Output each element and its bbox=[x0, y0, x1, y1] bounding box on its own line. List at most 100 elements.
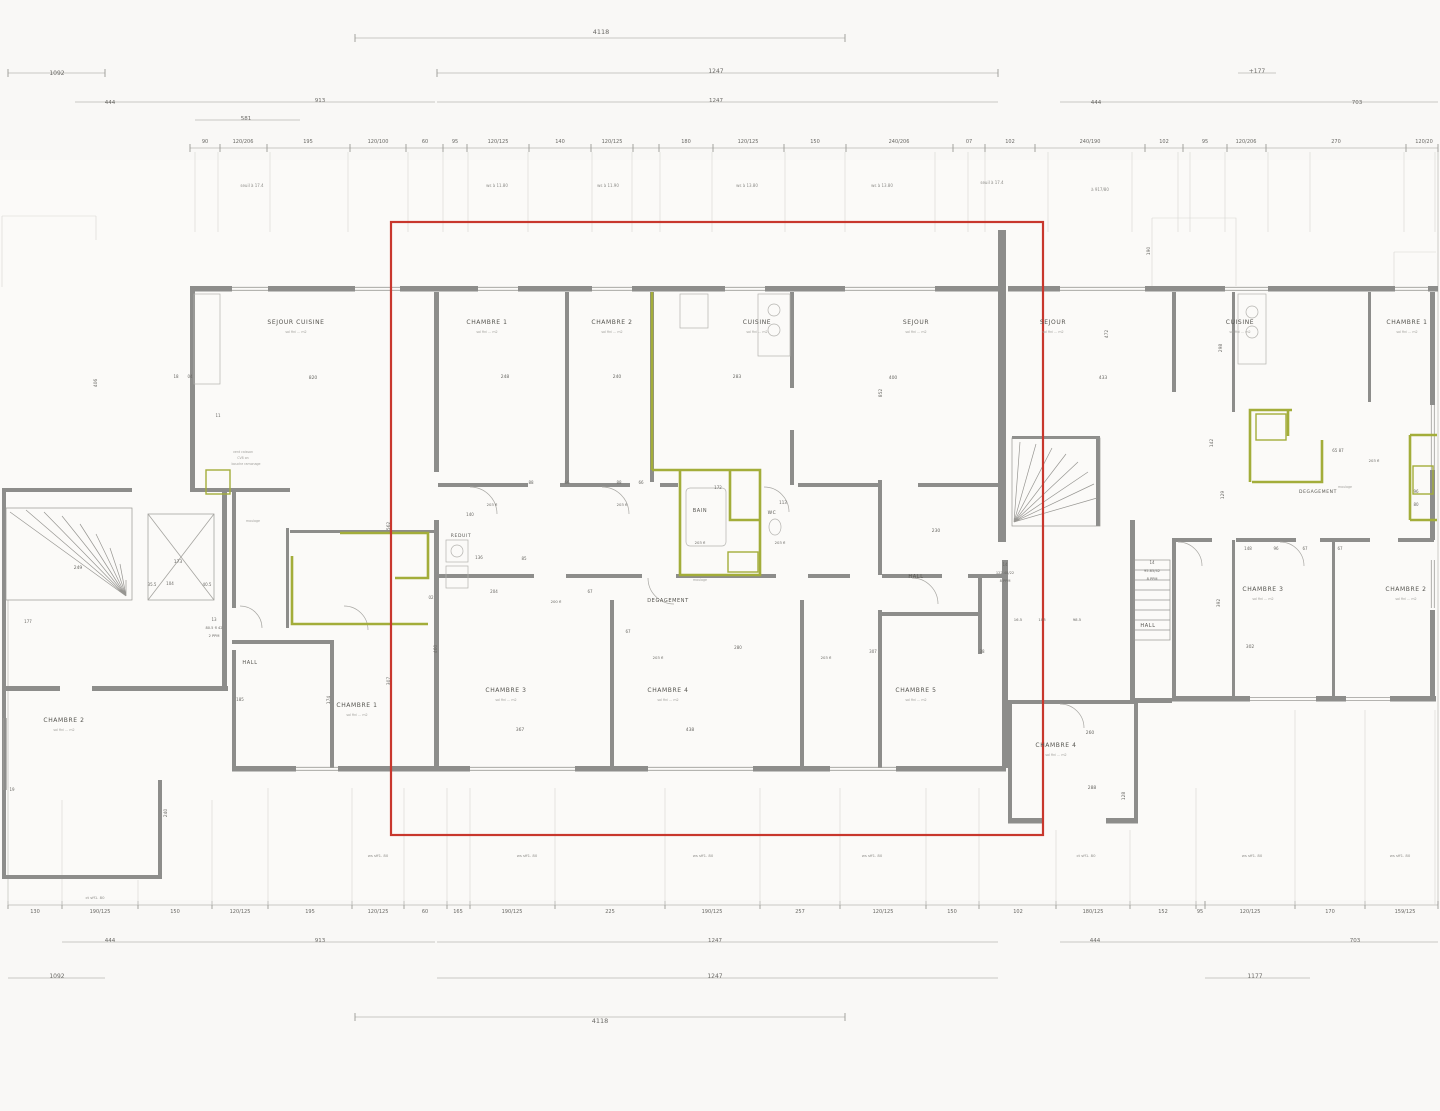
annotation-label: sol fini ... m2 bbox=[905, 698, 926, 702]
annotation-label: ws à 13.80 bbox=[736, 183, 758, 188]
dimension-label: 120/20 bbox=[1415, 139, 1433, 145]
dimension-label: 170 bbox=[1325, 909, 1335, 915]
door-arcs bbox=[239, 486, 1305, 729]
green-fixtures bbox=[205, 292, 1437, 626]
elevator-shaft bbox=[147, 513, 215, 601]
dimension-label: 367 bbox=[516, 727, 525, 733]
dimension-label: 444 bbox=[105, 100, 116, 106]
room-label: WC bbox=[768, 510, 777, 516]
dimension-label: 120/206 bbox=[1236, 139, 1257, 145]
dimension-label: 1247 bbox=[707, 973, 722, 980]
room-label: SEJOUR bbox=[1040, 319, 1066, 326]
dimension-label: +177 bbox=[1249, 68, 1266, 75]
dimension-label: 04 bbox=[187, 374, 193, 379]
dimension-label: 120/125 bbox=[368, 909, 389, 915]
annotation-label: sol fini ... m2 bbox=[601, 330, 622, 334]
dimension-label: 240 bbox=[163, 809, 169, 818]
dimension-label: 07 bbox=[966, 139, 972, 145]
room-label: CHAMBRE 3 bbox=[1242, 586, 1283, 593]
dimension-label: 204 bbox=[490, 589, 498, 594]
dimension-label: 392 bbox=[1216, 599, 1222, 608]
dimension-label: 120/125 bbox=[738, 139, 759, 145]
dimension-label: 177 bbox=[24, 619, 32, 624]
dimension-label: 88 bbox=[528, 480, 534, 485]
annotation-label: vent caisson bbox=[233, 450, 253, 454]
dimension-label: 257 bbox=[795, 909, 805, 915]
dimension-label: 88 bbox=[616, 480, 622, 485]
annotation-label: ws à 11.90 bbox=[597, 183, 619, 188]
fixtures bbox=[193, 293, 1267, 589]
dimension-label: 98.5 bbox=[1073, 617, 1082, 622]
dimension-label: 90 bbox=[202, 139, 208, 145]
dimension-label: 307 bbox=[386, 677, 392, 686]
dimension-label: 4118 bbox=[593, 28, 610, 36]
dimension-label: 120/125 bbox=[230, 909, 251, 915]
annotation-label: ws sff1. 80 bbox=[368, 853, 389, 858]
dimension-label: 433 bbox=[1099, 375, 1108, 381]
dimension-label: 298 bbox=[1218, 344, 1224, 353]
annotation-label: seuil à 17.4 bbox=[240, 183, 264, 188]
dimension-label: 11 bbox=[215, 413, 221, 418]
dimension-label: 95 bbox=[1197, 909, 1203, 915]
dimension-label: 260 bbox=[1086, 730, 1095, 736]
dimension-label: 203 fl bbox=[695, 540, 706, 545]
staircase-right bbox=[1011, 437, 1101, 527]
dimension-label: 66 bbox=[638, 480, 644, 485]
dimension-label: 14 bbox=[1149, 560, 1155, 565]
dimension-label: 95.85/42 bbox=[1144, 569, 1160, 573]
dimension-label: 444 bbox=[1091, 100, 1102, 106]
dimension-label: 195 bbox=[303, 139, 313, 145]
annotation-label: ws à 11.80 bbox=[486, 183, 508, 188]
annotation-label: sol fini ... m2 bbox=[53, 728, 74, 732]
dimension-label: 581 bbox=[241, 116, 252, 122]
annotation-label: ws sff1. 80 bbox=[862, 853, 883, 858]
annotation-label: moulage bbox=[693, 578, 707, 582]
dimension-label: 96 bbox=[1413, 489, 1419, 494]
dimension-label: 66 bbox=[564, 480, 570, 485]
dimension-label: 203 fl bbox=[617, 502, 628, 507]
dimension-label: 438 bbox=[686, 727, 695, 733]
dimension-label: 80.5 fl 42 bbox=[205, 626, 222, 630]
annotation-label: ws sff1. 80 bbox=[517, 853, 538, 858]
annotation-label: ws à 13.80 bbox=[871, 183, 893, 188]
dimension-label: 80 bbox=[1413, 502, 1419, 507]
dimension-label: 95 bbox=[1202, 139, 1208, 145]
room-label: DEGAGEMENT bbox=[647, 598, 689, 604]
annotation-label: sol fini ... m2 bbox=[495, 698, 516, 702]
room-label: HALL bbox=[908, 574, 923, 580]
dimension-label: 249 bbox=[74, 565, 83, 571]
dimension-label: 102 bbox=[1013, 909, 1023, 915]
room-label: CHAMBRE 4 bbox=[1035, 742, 1076, 749]
dimension-label: 122.48/22 bbox=[996, 571, 1014, 575]
annotation-label: ct sff1. 80 bbox=[1076, 853, 1096, 858]
dimension-label: 120/206 bbox=[233, 139, 254, 145]
dimension-label: 283 bbox=[733, 374, 742, 380]
dimension-label: 60 bbox=[422, 139, 428, 145]
room-label: CHAMBRE 1 bbox=[466, 319, 507, 326]
dimension-label: 65 87 bbox=[1332, 448, 1344, 453]
dimension-label: 852 bbox=[878, 389, 884, 398]
dimension-label: 152 bbox=[1158, 909, 1168, 915]
dimension-label: 913 bbox=[315, 98, 326, 104]
room-label: CHAMBRE 2 bbox=[43, 717, 84, 724]
dimension-label: 174 bbox=[326, 696, 332, 705]
dimension-label: 203 fl bbox=[1369, 458, 1380, 463]
dimension-label: 400 bbox=[889, 375, 898, 381]
dimension-label: 67 bbox=[587, 589, 593, 594]
dimension-label: 128 bbox=[1121, 792, 1127, 801]
dimension-label: 1247 bbox=[708, 938, 722, 944]
dimension-label: 248 bbox=[501, 374, 510, 380]
dimension-label: 67 bbox=[1302, 546, 1308, 551]
dimension-label: 2 PPM bbox=[209, 634, 220, 638]
annotation-label: sol fini ... m2 bbox=[1045, 753, 1066, 757]
room-label: REDUIT bbox=[451, 533, 471, 539]
room-label: HALL bbox=[242, 660, 257, 666]
dimension-label: 190 bbox=[1146, 247, 1152, 256]
dimension-label: 136 bbox=[475, 555, 483, 560]
dimension-label: 165 bbox=[453, 909, 463, 915]
annotation-label: sol fini ... m2 bbox=[1396, 330, 1417, 334]
dimension-label: 703 bbox=[1352, 100, 1363, 106]
dimension-label: 180/125 bbox=[1083, 909, 1104, 915]
dimension-label: 472 bbox=[1104, 330, 1110, 339]
dimension-label: 460 bbox=[433, 645, 439, 654]
